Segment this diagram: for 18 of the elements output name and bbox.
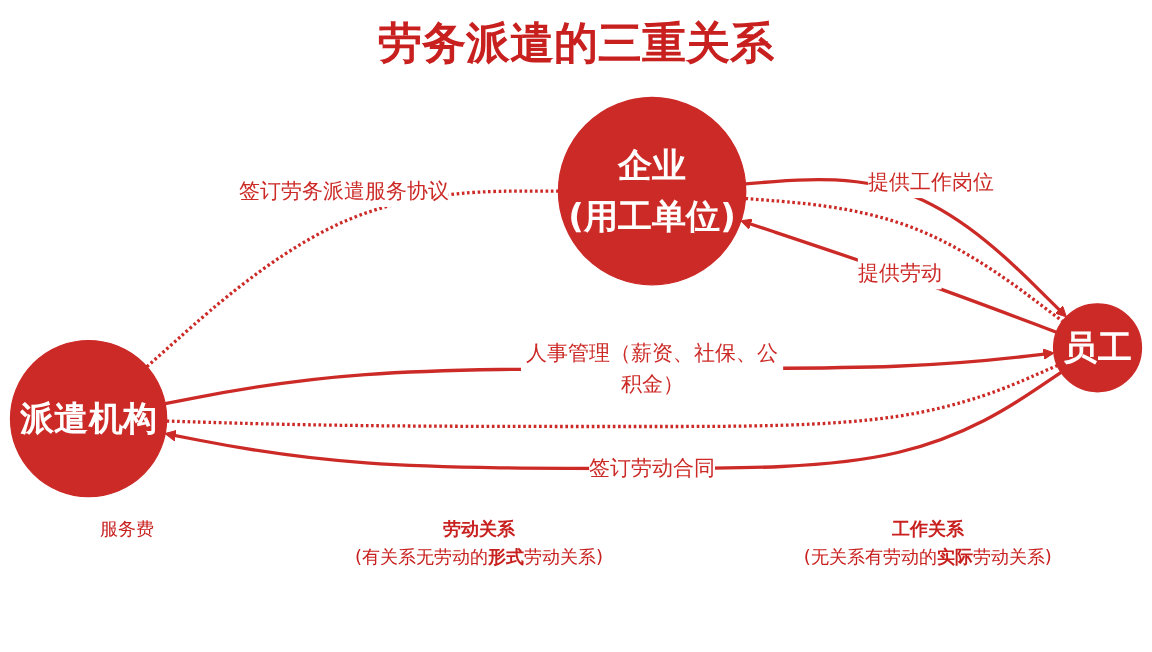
edge-label: 签订劳动合同 — [589, 455, 716, 481]
node-circle: 员工 — [1052, 303, 1143, 393]
node-circle: 企业 (用工单位) — [557, 96, 747, 286]
node-circle: 派遣机构 — [9, 339, 168, 498]
arrow — [745, 177, 1067, 318]
connector — [745, 196, 1064, 323]
edge-label: 人事管理（薪资、社保、公积金） — [526, 339, 779, 397]
edge-label: 提供工作岗位 — [867, 169, 994, 195]
relation-heading: 劳动关系 — [441, 517, 516, 541]
edge-label: 签订劳务派遣服务协议 — [238, 177, 449, 203]
note: 服务费 — [100, 517, 155, 541]
relation-note: (有关系无劳动的形式劳动关系) — [354, 545, 603, 569]
connector — [166, 363, 1058, 429]
relation-heading: 工作关系 — [890, 517, 965, 541]
title: 劳务派遣的三重关系 — [377, 16, 775, 70]
arrow — [740, 218, 1057, 334]
edge-label: 提供劳动 — [857, 260, 942, 286]
relation-note: (无关系有劳动的实际劳动关系) — [803, 545, 1052, 569]
